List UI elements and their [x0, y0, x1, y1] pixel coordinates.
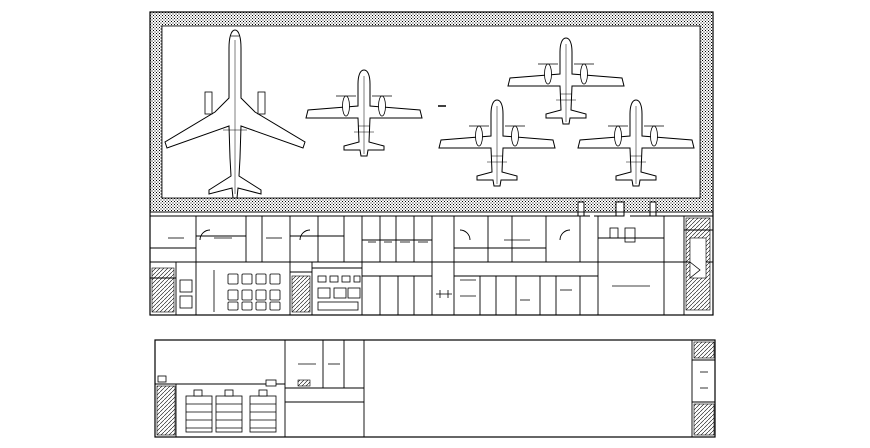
core-hatched-blocks [151, 217, 711, 313]
open-office-desks [179, 270, 281, 312]
washroom-fixtures [317, 275, 361, 311]
upper-plan [149, 11, 714, 316]
lower-plan-frame [154, 339, 716, 438]
office-upper-row [149, 211, 714, 263]
lower-hatched-blocks [156, 341, 715, 436]
lower-workstations [185, 389, 277, 433]
office-upper-fixtures [168, 227, 636, 243]
lower-partitions [155, 340, 715, 437]
corridor-details [436, 261, 701, 301]
lower-small-fixtures [157, 363, 708, 389]
lower-plan [154, 339, 716, 438]
